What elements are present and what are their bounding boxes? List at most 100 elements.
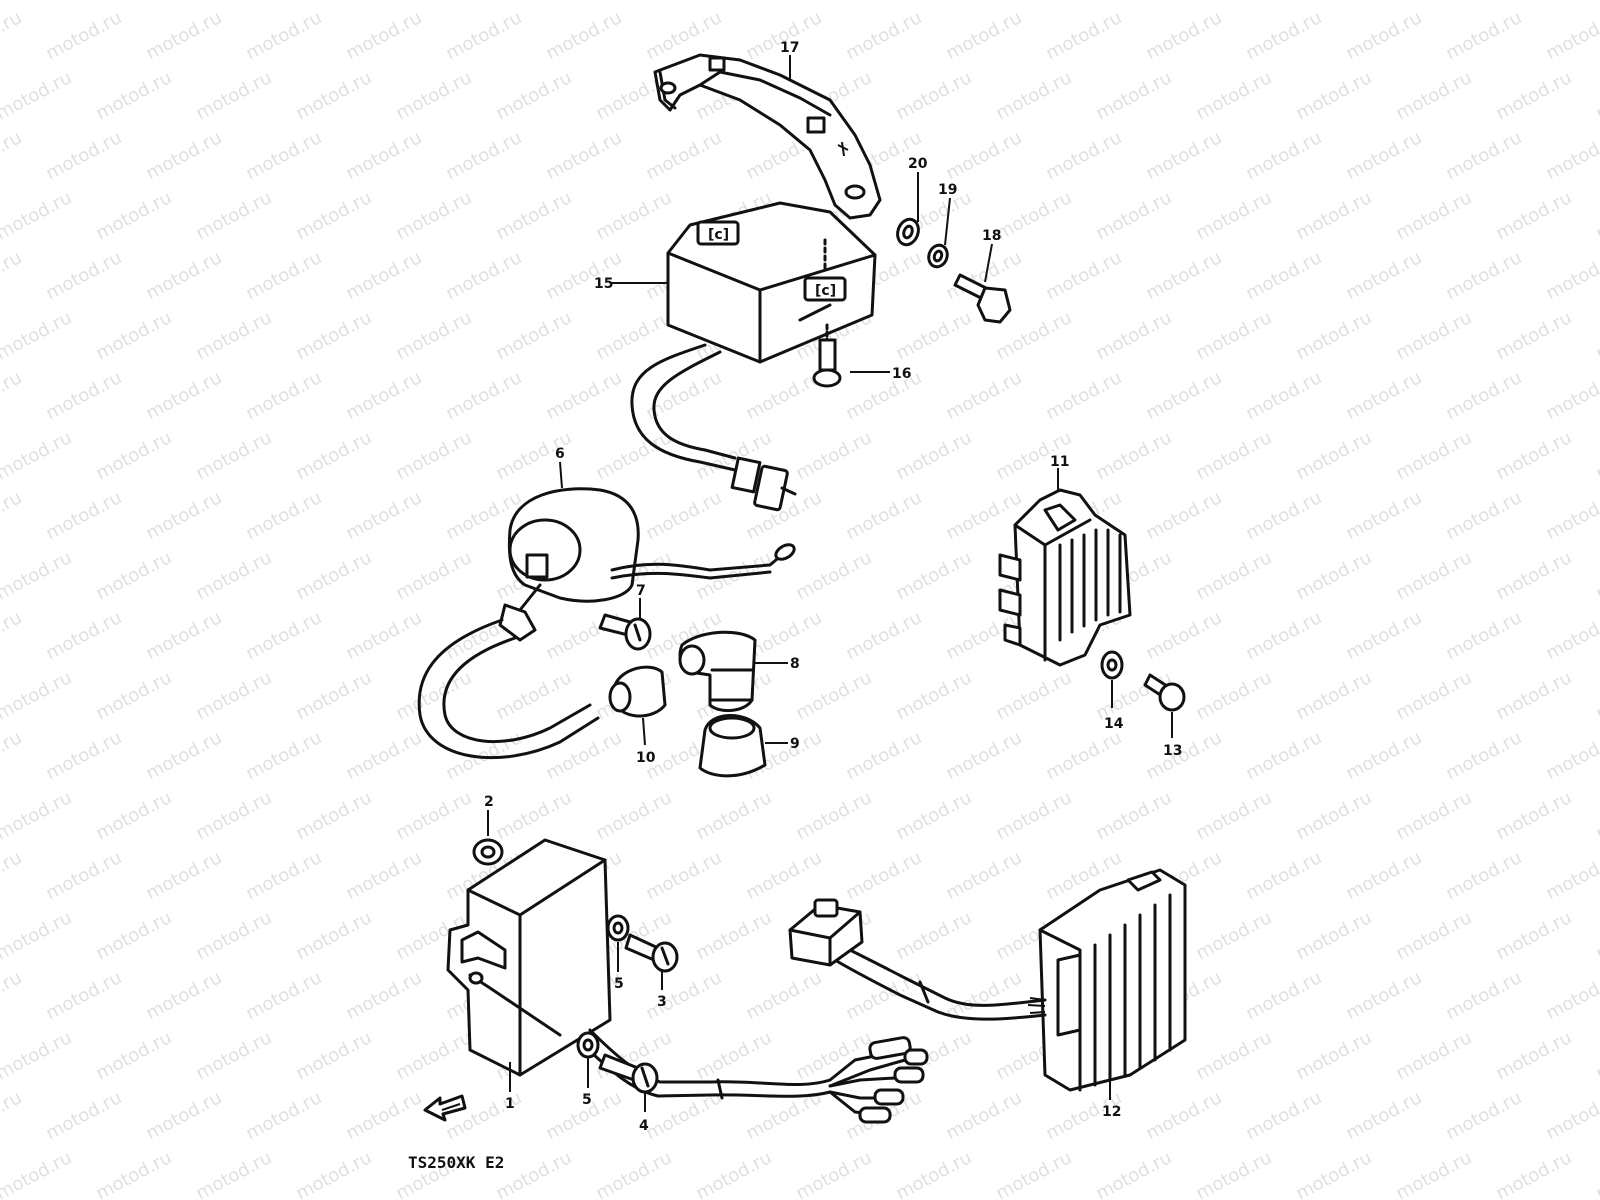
watermark-text: motod.ru <box>1192 907 1275 964</box>
watermark-text: motod.ru <box>1492 1027 1575 1084</box>
watermark-text: motod.ru <box>1392 1147 1475 1200</box>
watermark-text: motod.ru <box>292 547 375 604</box>
watermark-text: motod.ru <box>1292 67 1375 124</box>
washer-part-5-lower <box>576 1031 600 1059</box>
watermark-text: motod.ru <box>0 127 25 184</box>
cdi-unit-part-15: [c] [c] <box>630 201 877 512</box>
watermark-text: motod.ru <box>242 7 325 64</box>
watermark-text: motod.ru <box>892 787 975 844</box>
watermark-text: motod.ru <box>1442 847 1525 904</box>
watermark-text: motod.ru <box>1042 247 1125 304</box>
watermark-text: motod.ru <box>792 667 875 724</box>
front-direction-arrow-icon <box>423 1094 467 1122</box>
bolt-part-3 <box>624 933 679 973</box>
watermark-text: motod.ru <box>892 307 975 364</box>
watermark-text: motod.ru <box>1292 907 1375 964</box>
watermark-text: motod.ru <box>542 727 625 784</box>
grommet-part-2 <box>472 838 504 866</box>
watermark-text: motod.ru <box>342 247 425 304</box>
watermark-text: motod.ru <box>1542 367 1600 424</box>
watermark-text: motod.ru <box>742 847 825 904</box>
watermark-text: motod.ru <box>1042 727 1125 784</box>
watermark-text: motod.ru <box>842 487 925 544</box>
watermark-text: motod.ru <box>0 1147 75 1200</box>
watermark-text: motod.ru <box>0 907 75 964</box>
watermark-text: motod.ru <box>1392 547 1475 604</box>
label-9: 9 <box>790 736 800 752</box>
watermark-text: motod.ru <box>892 427 975 484</box>
watermark-text: motod.ru <box>392 67 475 124</box>
watermark-text: motod.ru <box>1542 1087 1600 1144</box>
label-17: 17 <box>780 40 799 56</box>
watermark-text: motod.ru <box>1342 487 1425 544</box>
watermark-text: motod.ru <box>1192 667 1275 724</box>
watermark-text: motod.ru <box>0 667 75 724</box>
watermark-text: motod.ru <box>42 487 125 544</box>
watermark-text: motod.ru <box>1342 607 1425 664</box>
watermark-text: motod.ru <box>1092 307 1175 364</box>
watermark-text: motod.ru <box>1542 607 1600 664</box>
watermark-text: motod.ru <box>292 67 375 124</box>
label-5-upper: 5 <box>614 976 624 992</box>
watermark-text: motod.ru <box>1392 667 1475 724</box>
watermark-text: motod.ru <box>1492 0 1575 4</box>
watermark-text: motod.ru <box>1142 367 1225 424</box>
watermark-text: motod.ru <box>92 1027 175 1084</box>
watermark-text: motod.ru <box>1592 307 1600 364</box>
watermark-text: motod.ru <box>292 907 375 964</box>
watermark-text: motod.ru <box>892 667 975 724</box>
watermark-text: motod.ru <box>1192 0 1275 4</box>
watermark-text: motod.ru <box>742 367 825 424</box>
watermark-text: motod.ru <box>292 307 375 364</box>
watermark-text: motod.ru <box>0 367 25 424</box>
bolt-part-4 <box>598 1053 659 1094</box>
watermark-text: motod.ru <box>1242 1087 1325 1144</box>
watermark-text: motod.ru <box>42 847 125 904</box>
label-2: 2 <box>484 794 494 810</box>
watermark-text: motod.ru <box>0 7 25 64</box>
spark-plug-cap-part-8 <box>678 630 757 713</box>
watermark-text: motod.ru <box>992 67 1075 124</box>
watermark-text: motod.ru <box>692 907 775 964</box>
watermark-text: motod.ru <box>592 787 675 844</box>
watermark-text: motod.ru <box>42 127 125 184</box>
watermark-text: motod.ru <box>1492 67 1575 124</box>
watermark-text: motod.ru <box>92 67 175 124</box>
watermark-text: motod.ru <box>942 847 1025 904</box>
label-1: 1 <box>505 1096 515 1112</box>
watermark-text: motod.ru <box>1392 907 1475 964</box>
watermark-text: motod.ru <box>342 127 425 184</box>
watermark-text: motod.ru <box>0 727 25 784</box>
watermark-text: motod.ru <box>1292 667 1375 724</box>
watermark-text: motod.ru <box>392 667 475 724</box>
watermark-text: motod.ru <box>142 7 225 64</box>
watermark-text: motod.ru <box>92 307 175 364</box>
watermark-text: motod.ru <box>292 787 375 844</box>
watermark-text: motod.ru <box>92 787 175 844</box>
watermark-text: motod.ru <box>1192 547 1275 604</box>
watermark-text: motod.ru <box>192 1147 275 1200</box>
watermark-text: motod.ru <box>0 787 75 844</box>
watermark-text: motod.ru <box>42 1087 125 1144</box>
watermark-text: motod.ru <box>542 367 625 424</box>
label-16: 16 <box>892 366 911 382</box>
bolt-part-13 <box>1143 673 1186 712</box>
watermark-text: motod.ru <box>1342 1087 1425 1144</box>
watermark-text: motod.ru <box>1242 127 1325 184</box>
watermark-text: motod.ru <box>742 967 825 1024</box>
watermark-text: motod.ru <box>642 487 725 544</box>
washer-part-5-upper <box>606 914 630 942</box>
watermark-text: motod.ru <box>1292 307 1375 364</box>
watermark-text: motod.ru <box>992 787 1075 844</box>
watermark-text: motod.ru <box>442 247 525 304</box>
watermark-text: motod.ru <box>1492 427 1575 484</box>
watermark-text: motod.ru <box>1092 187 1175 244</box>
watermark-text: motod.ru <box>242 607 325 664</box>
watermark-text: motod.ru <box>0 967 25 1024</box>
part-labels: 17 20 19 18 15 16 6 7 8 9 10 11 14 13 2 … <box>484 40 1182 1134</box>
watermark-text: motod.ru <box>242 127 325 184</box>
cap-part-10 <box>608 665 667 718</box>
watermark-text: motod.ru <box>92 427 175 484</box>
watermark-text: motod.ru <box>1392 307 1475 364</box>
